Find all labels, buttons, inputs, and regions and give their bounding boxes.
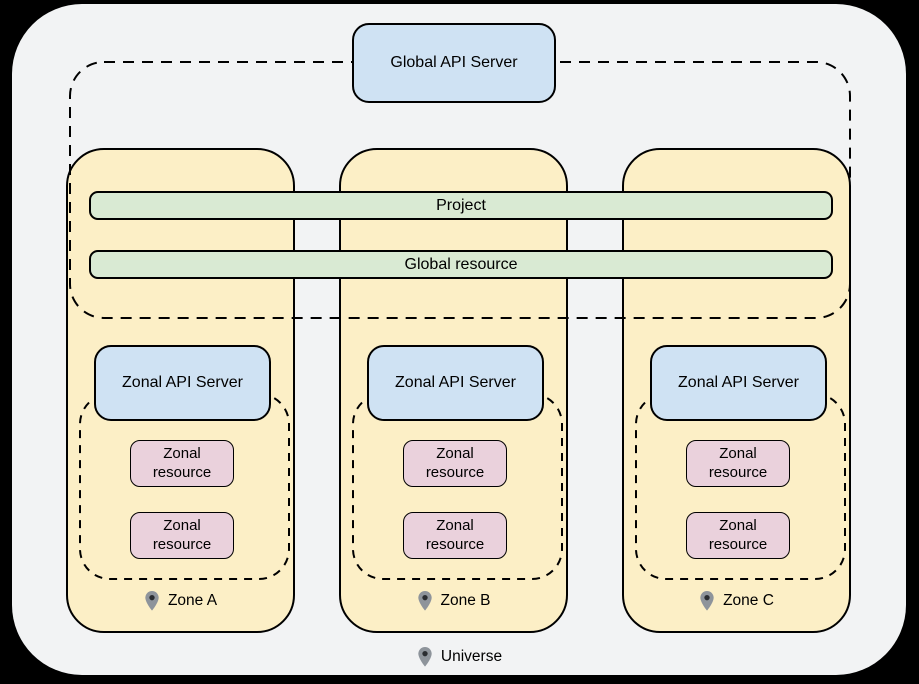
global-api-server-label: Global API Server (390, 54, 518, 71)
global-resource-bar: Global resource (89, 250, 833, 279)
zone-b-label: Zone B (341, 588, 566, 614)
zonal-resource-label: Zonal resource (425, 445, 485, 481)
zonal-resource-box: Zonal resource (130, 440, 234, 487)
zonal-resource-box: Zonal resource (130, 512, 234, 559)
project-bar-label: Project (436, 196, 486, 214)
zonal-resource-label: Zonal resource (425, 517, 485, 553)
zonal-resource-box: Zonal resource (686, 440, 790, 487)
universe-label: Universe (0, 644, 919, 670)
zonal-api-server-box-a: Zonal API Server (94, 345, 271, 421)
zone-c-label: Zone C (624, 588, 849, 614)
zone-name-text: Zone A (167, 592, 218, 609)
universe-label-text: Universe (440, 648, 503, 665)
zonal-api-server-label: Zonal API Server (122, 374, 243, 391)
zonal-resource-box: Zonal resource (403, 440, 507, 487)
project-bar: Project (89, 191, 833, 220)
location-pin-icon (145, 591, 159, 611)
location-pin-icon (417, 591, 432, 611)
zone-name-text: Zone C (723, 592, 774, 609)
zonal-resource-label: Zonal resource (152, 445, 212, 481)
zone-b-container: Zonal API Server Zonal resource Zonal re… (339, 148, 568, 633)
zonal-resource-box: Zonal resource (403, 512, 507, 559)
zone-a-label: Zone A (68, 588, 293, 614)
zone-a-container: Zonal API Server Zonal resource Zonal re… (66, 148, 295, 633)
zonal-resource-box: Zonal resource (686, 512, 790, 559)
zone-name-text: Zone B (440, 592, 491, 609)
zonal-resource-label: Zonal resource (708, 445, 768, 481)
zone-c-container: Zonal API Server Zonal resource Zonal re… (622, 148, 851, 633)
zonal-api-server-label: Zonal API Server (678, 374, 799, 391)
location-pin-icon (700, 591, 714, 611)
zonal-api-server-box-c: Zonal API Server (650, 345, 827, 421)
zonal-resource-label: Zonal resource (708, 517, 768, 553)
zonal-api-server-box-b: Zonal API Server (367, 345, 544, 421)
zonal-api-server-label: Zonal API Server (395, 374, 516, 391)
global-api-server-box: Global API Server (352, 23, 556, 103)
zonal-resource-label: Zonal resource (152, 517, 212, 553)
location-pin-icon (418, 647, 432, 667)
global-resource-bar-label: Global resource (404, 255, 518, 273)
